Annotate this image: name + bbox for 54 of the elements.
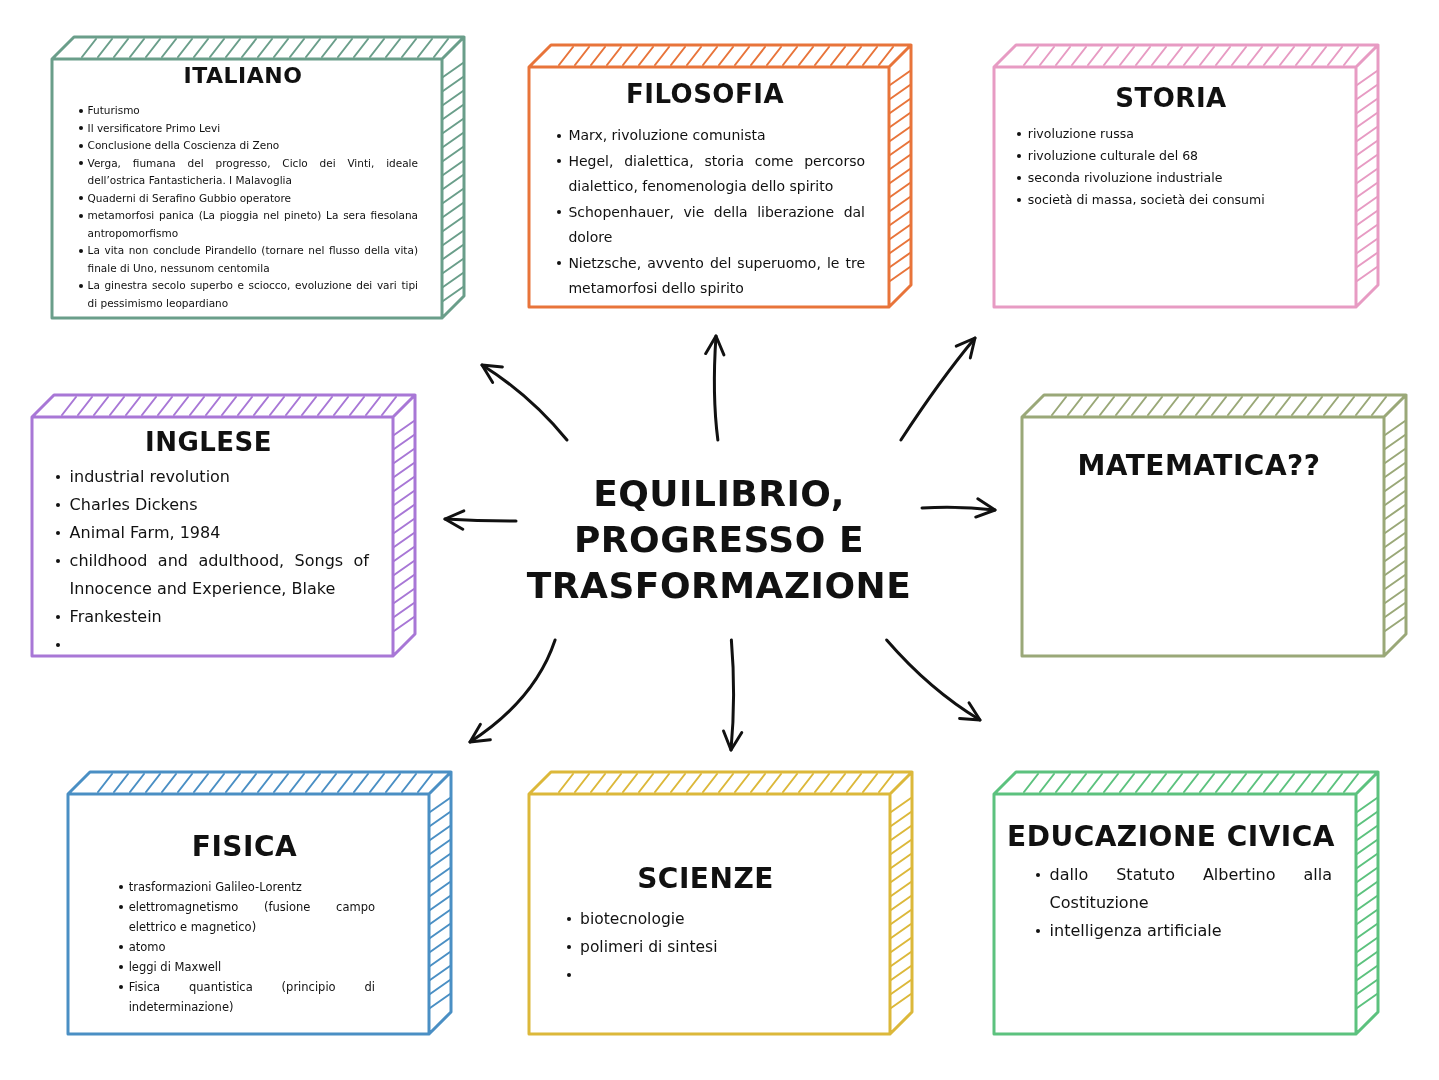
central-topic: EQUILIBRIO, PROGRESSO E TRASFORMAZIONE bbox=[525, 472, 913, 608]
card-heading: MATEMATICA?? bbox=[1076, 449, 1322, 482]
bullet-item: Hegel, dialettica, storia come percorso dialettico, fenomenologia dello spirito bbox=[568, 152, 865, 194]
arrow bbox=[443, 509, 518, 531]
arrow bbox=[480, 363, 569, 442]
bullet-item: La vita non conclude Pirandello (tornare nel flusso della vita) finale di Uno, nessunom centomila bbox=[87, 244, 418, 274]
bullet-item: Fisica quantistica (principio di indeterminazione) bbox=[128, 980, 375, 1014]
arrow bbox=[721, 638, 744, 752]
bullet-item: trasformazioni Galileo-Lorentz bbox=[128, 880, 302, 894]
card-heading: EDUCAZIONE CIVICA bbox=[1006, 820, 1336, 853]
card-heading: STORIA bbox=[1114, 83, 1228, 113]
bullet-item: elettromagnetismo (fusione campo elettrico e magnetico) bbox=[128, 900, 375, 934]
bullet-item: Futurismo bbox=[87, 104, 140, 116]
arrow bbox=[920, 497, 997, 519]
bullet-item: La ginestra secolo superbo e sciocco, evoluzione dei vari tipi di pessimismo leopardiano bbox=[87, 279, 418, 309]
note-card bbox=[527, 770, 914, 1036]
bullet-item: polimeri di sintesi bbox=[580, 938, 718, 956]
bullet-item: metamorfosi panica (La pioggia nel pineto) La sera fiesolana antropomorfismo bbox=[87, 209, 418, 239]
card-heading: INGLESE bbox=[143, 427, 274, 457]
bullet-item: società di massa, società dei consumi bbox=[1027, 192, 1265, 207]
bullet-item: industrial revolution bbox=[69, 467, 230, 486]
bullet-item: rivoluzione russa bbox=[1027, 126, 1134, 141]
arrow bbox=[704, 334, 726, 442]
bullet-item: Schopenhauer, vie della liberazione dal dolore bbox=[568, 203, 865, 245]
arrow bbox=[468, 638, 557, 744]
card-heading: FISICA bbox=[190, 830, 299, 863]
note-card bbox=[1020, 393, 1408, 658]
card-heading: SCIENZE bbox=[636, 862, 775, 895]
bullet-item: biotecnologie bbox=[580, 910, 685, 928]
bullet-item: Marx, rivoluzione comunista bbox=[568, 127, 766, 143]
note-card bbox=[30, 393, 417, 658]
note-card bbox=[992, 43, 1380, 309]
note-card bbox=[527, 43, 913, 309]
bullet-item: Il versificatore Primo Levi bbox=[87, 121, 221, 134]
bullet-item: Quaderni di Serafino Gubbio operatore bbox=[87, 191, 292, 204]
bullet-item: atomo bbox=[128, 940, 166, 954]
bullet-item: Verga, fiumana del progresso, Ciclo dei Vinti, ideale dell’ostrica Fantasticheria. I Malavoglia bbox=[87, 156, 418, 186]
bullet-item: intelligenza artificiale bbox=[1049, 921, 1222, 940]
card-heading: ITALIANO bbox=[182, 63, 304, 88]
card-heading: FILOSOFIA bbox=[624, 79, 786, 109]
bullet-item: Conclusione della Coscienza di Zeno bbox=[87, 139, 280, 151]
arrow bbox=[899, 336, 977, 442]
bullet-item: leggi di Maxwell bbox=[128, 960, 222, 974]
bullet-item: rivoluzione culturale del 68 bbox=[1027, 148, 1199, 163]
bullet-item: seconda rivoluzione industriale bbox=[1027, 170, 1223, 185]
bullet-item: Animal Farm, 1984 bbox=[69, 523, 221, 542]
arrow bbox=[885, 638, 982, 722]
bullet-item: Frankestein bbox=[69, 607, 162, 626]
note-card bbox=[50, 35, 466, 320]
note-card bbox=[66, 770, 453, 1036]
bullet-item: Charles Dickens bbox=[69, 495, 198, 514]
note-card bbox=[992, 770, 1380, 1036]
bullet-item: Nietzsche, avvento del superuomo, le tre metamorfosi dello spirito bbox=[568, 254, 865, 296]
bullet-item: childhood and adulthood, Songs of Innocence and Experience, Blake bbox=[69, 551, 369, 598]
